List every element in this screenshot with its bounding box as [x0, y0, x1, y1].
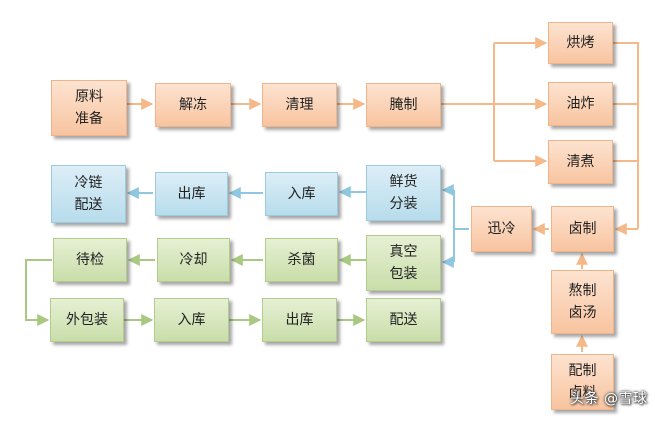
- node-clean: 清理: [262, 83, 337, 127]
- node-deliver: 配送: [366, 298, 441, 342]
- node-raw-prep-line1: 原料: [75, 89, 103, 105]
- node-vacuum-pack: 真空包装: [366, 235, 441, 291]
- node-raw-prep-line2: 准备: [75, 111, 103, 127]
- node-raw-prep: 原料准备: [51, 80, 127, 136]
- node-bake: 烘烤: [548, 22, 613, 64]
- node-out-pack: 出库: [262, 298, 337, 342]
- node-inspect: 待检: [53, 238, 127, 282]
- watermark: 头条 @雪球: [570, 391, 648, 407]
- node-thaw: 解冻: [155, 83, 231, 127]
- node-broth: 熬制卤汤: [551, 270, 614, 334]
- arrow-inspect-pack: [25, 259, 52, 326]
- node-out-fresh: 出库: [155, 172, 228, 216]
- node-fry: 油炸: [548, 82, 613, 126]
- node-mix-spices: 配制卤料: [551, 354, 614, 410]
- node-outer-pack: 外包装: [50, 298, 124, 342]
- merge-bake: [613, 42, 639, 229]
- node-braise: 卤制: [551, 206, 614, 252]
- node-marinate: 腌制: [366, 83, 441, 127]
- node-quick-cool: 迅冷: [471, 206, 532, 252]
- node-sterilize: 杀菌: [265, 238, 338, 282]
- node-cool: 冷却: [157, 238, 230, 282]
- node-cold-chain: 冷链配送: [51, 165, 126, 223]
- node-store-in-fresh: 入库: [265, 172, 338, 216]
- node-fresh-split: 鲜货分装: [366, 165, 441, 221]
- node-store-in-pack: 入库: [154, 298, 229, 342]
- node-boil: 清煮: [548, 140, 613, 184]
